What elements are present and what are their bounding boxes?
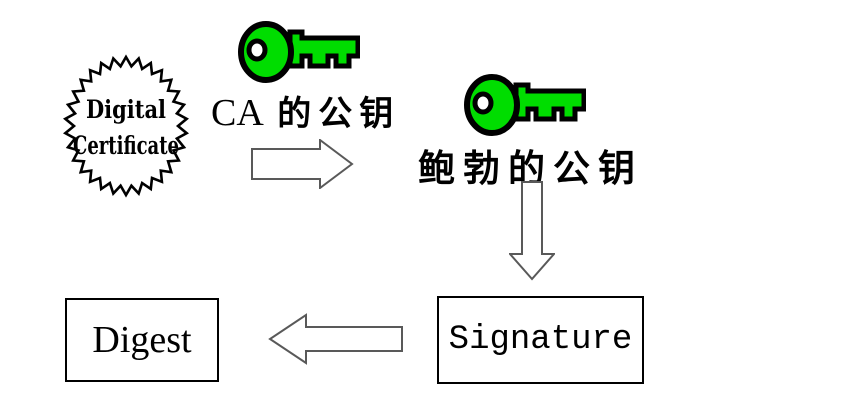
signature-box: Signature [437, 296, 644, 384]
certificate-seal-icon: Digital Certificate [62, 54, 190, 198]
ca-label-prefix: CA [211, 92, 264, 134]
ca-public-key-icon [238, 21, 360, 83]
arrow-left-icon [268, 313, 403, 365]
arrow-down-icon [509, 181, 555, 281]
ca-label-suffix: 的公钥 [277, 94, 401, 134]
signature-box-label: Signature [448, 321, 633, 359]
digest-box: Digest [65, 298, 219, 382]
seal-burst [62, 54, 190, 198]
digest-box-label: Digest [92, 319, 192, 361]
ca-public-key-label: CA 的公钥 [211, 86, 400, 135]
bob-public-key-icon [464, 74, 586, 136]
seal-line2: Certificate [73, 131, 179, 160]
arrow-right-icon [251, 139, 354, 189]
seal-line1: Digital [86, 95, 166, 124]
